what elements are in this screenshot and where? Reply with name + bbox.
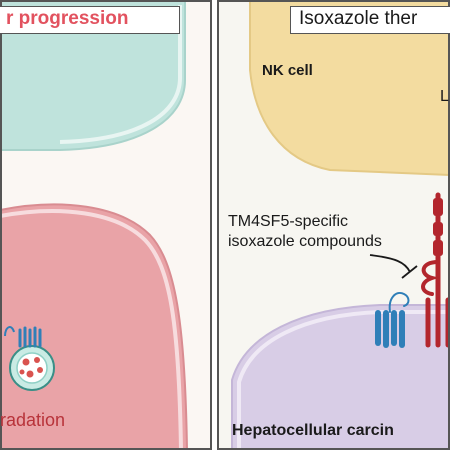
hcc-label: Hepatocellular carcin — [232, 422, 394, 439]
nk-cell-label: NK cell — [262, 62, 313, 79]
tm4sf5-protein — [421, 192, 450, 348]
lysosome-vesicle — [4, 326, 55, 391]
inhibition-arrow — [369, 254, 418, 279]
right-panel-border — [217, 0, 450, 450]
compound-label-line2: isoxazole compounds — [228, 233, 382, 250]
compound-label-line1: TM4SF5-specific — [228, 213, 349, 230]
right-panel-title-text: Isoxazole ther — [299, 8, 418, 29]
nk-cell — [249, 0, 450, 177]
nk-partial-label: L — [440, 88, 449, 105]
left-panel-border — [0, 0, 212, 450]
left-panel-title: r progression — [0, 6, 180, 34]
blue-receptor — [375, 292, 410, 348]
left-panel-title-text: r progression — [6, 8, 129, 29]
right-panel-title: Isoxazole ther — [290, 6, 450, 34]
teal-cell — [0, 0, 186, 151]
degradation-label: radation — [0, 410, 66, 430]
pink-cell — [0, 203, 189, 451]
